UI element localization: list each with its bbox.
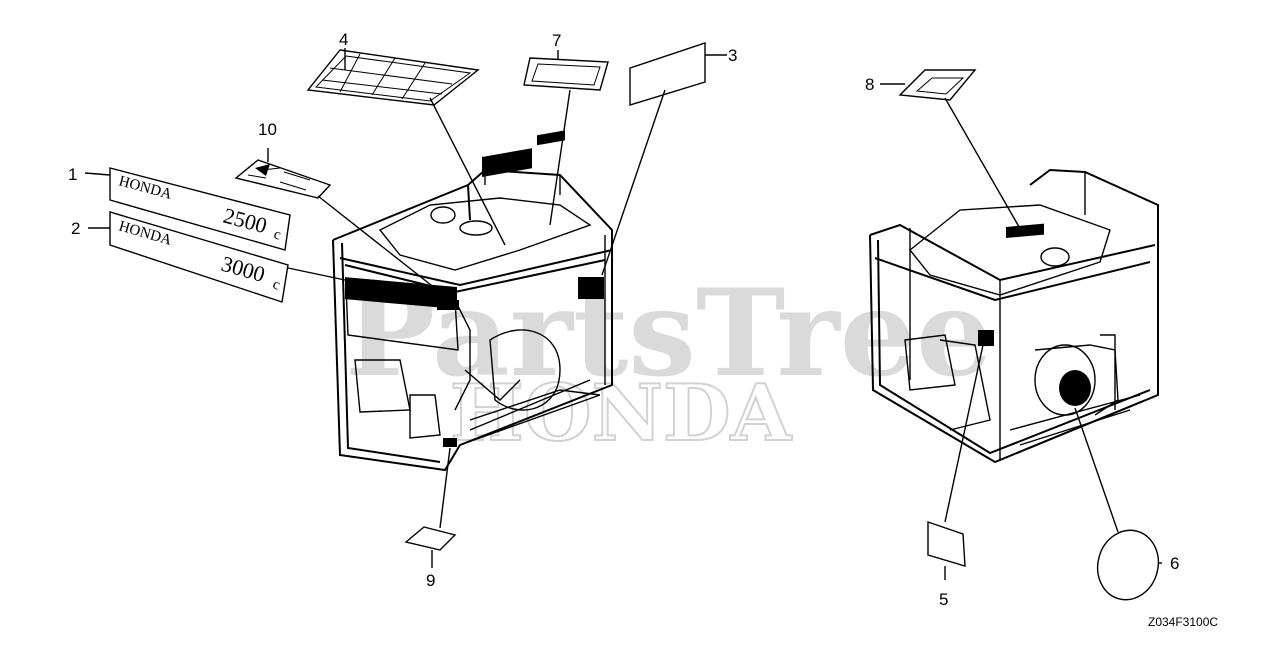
decal-2-suffix: c — [271, 276, 282, 293]
callout-4: 4 — [339, 30, 348, 49]
decal-6 — [1096, 529, 1160, 601]
unit-decal-5 — [978, 330, 994, 346]
callout-8: 8 — [865, 75, 874, 94]
decal-3 — [629, 42, 706, 106]
callout-9: 9 — [426, 571, 435, 590]
unit-decal-3 — [578, 277, 604, 299]
diagram-code: Z034F3100C — [1148, 615, 1218, 629]
watermark: PartsTree HONDA — [345, 263, 992, 460]
callout-10: 10 — [258, 120, 277, 139]
callout-numbers: 1 2 3 4 5 6 7 8 9 10 — [68, 30, 1179, 609]
leader-lines — [84, 48, 1162, 580]
unit-decal-4 — [482, 148, 532, 178]
decal-7 — [523, 57, 609, 91]
decal-5 — [927, 521, 966, 567]
generator-rear-view — [869, 168, 1159, 464]
decal-9 — [404, 526, 457, 551]
callout-6: 6 — [1170, 554, 1179, 573]
callout-3: 3 — [728, 46, 737, 65]
unit-decal-8 — [1006, 223, 1044, 238]
callout-5: 5 — [939, 590, 948, 609]
decal-4-spec-label — [306, 49, 480, 106]
watermark-honda: HONDA — [450, 368, 793, 459]
decal-10-caution — [234, 159, 332, 199]
callout-2: 2 — [71, 219, 80, 238]
callout-1: 1 — [68, 165, 77, 184]
decal-1-suffix: c — [272, 226, 283, 243]
decal-8 — [898, 69, 977, 101]
watermark-partstree: PartsTree — [345, 263, 992, 404]
callout-7: 7 — [552, 31, 561, 50]
generator-front-view — [332, 130, 613, 472]
